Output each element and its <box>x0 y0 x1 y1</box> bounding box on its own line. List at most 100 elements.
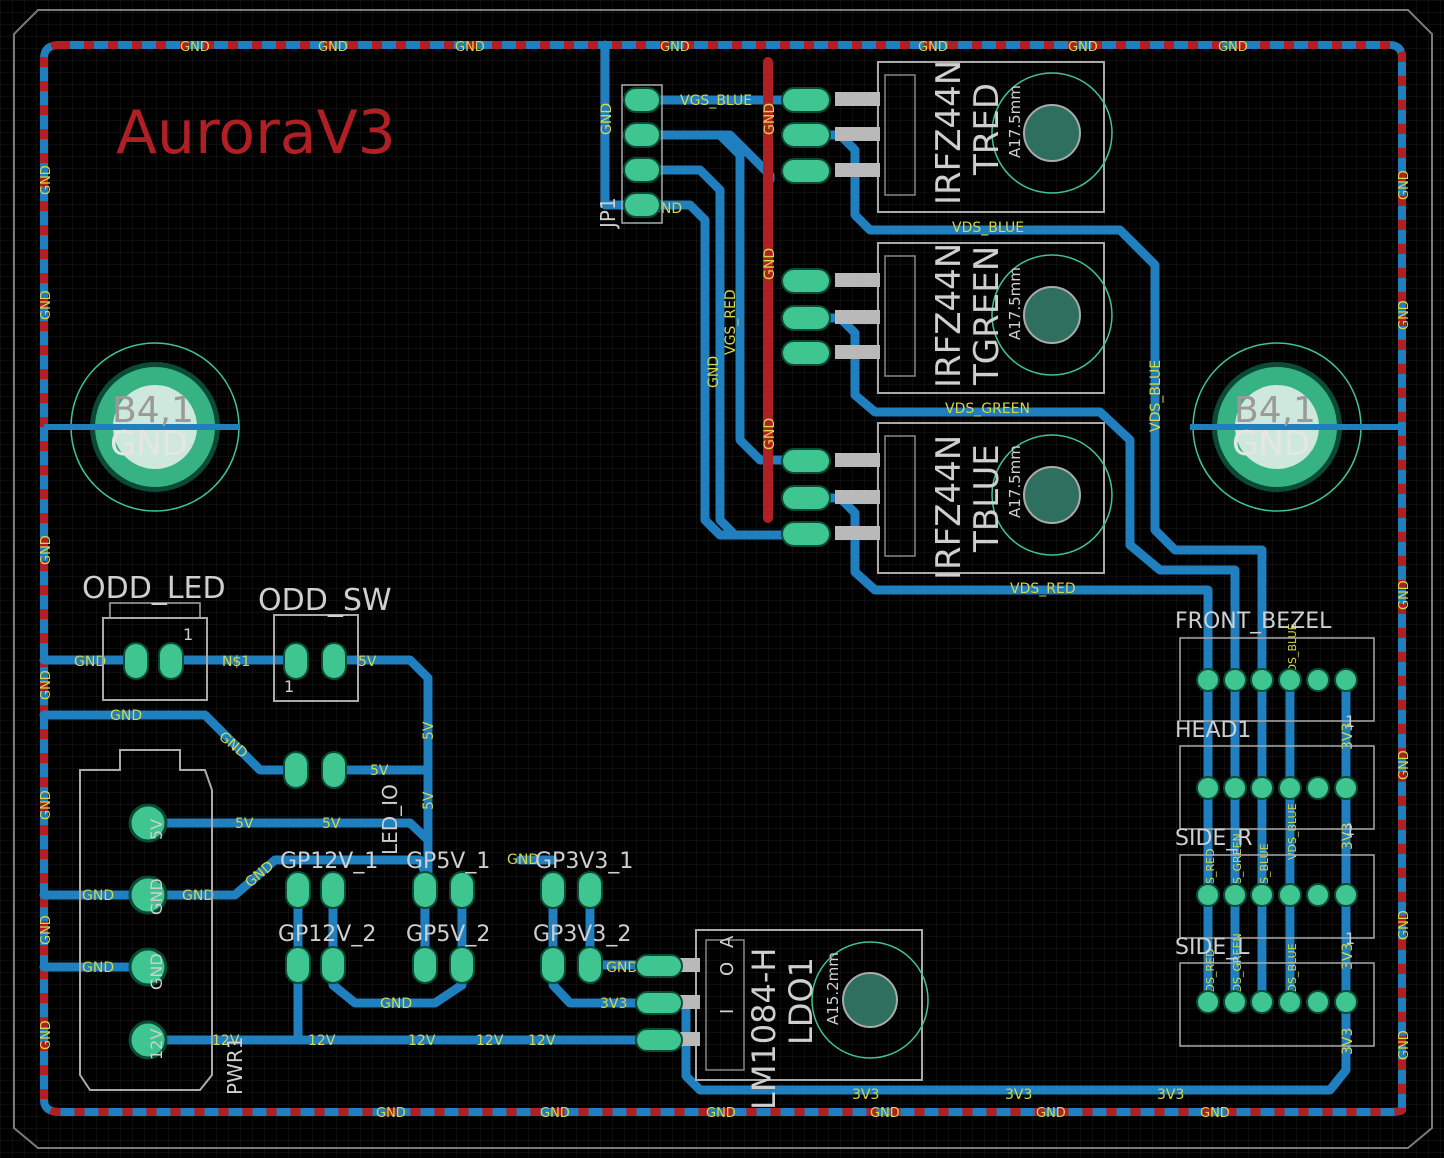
header-pad <box>1250 990 1274 1014</box>
ring-gnd-label: GND <box>660 40 690 55</box>
pad <box>781 305 831 331</box>
ring-gnd-label: GND <box>318 40 348 55</box>
pad <box>781 485 831 511</box>
pwr-pin-gnd-1: GND <box>147 878 166 915</box>
header-pad <box>1306 883 1330 907</box>
header-pad <box>1223 668 1247 692</box>
mosfet-blue: IRFZ44N TBLUE A17.5mm <box>835 422 1113 580</box>
mosfet-red-name: TRED <box>967 83 1007 176</box>
net-label-gnd-odd: GND <box>74 654 106 670</box>
net-label-5v-vertical-2: 5V <box>421 791 437 810</box>
side-l-label: SIDE_L <box>1175 935 1250 960</box>
jp1-pad <box>623 87 661 113</box>
ring-gnd-label: GND <box>39 290 54 320</box>
net-label-vgs-blue: VGS_BLUE <box>680 93 752 109</box>
mosfet-blue-part: IRFZ44N <box>929 435 969 580</box>
net-label-12v-1: 12V <box>308 1033 336 1049</box>
head-label: HEAD1 <box>1175 718 1251 743</box>
led-headers: FRONT_BEZEL HEAD1 SIDE_R SIDE_L 1 1 1 <box>1175 609 1375 1047</box>
ldo-part: LM1084-H <box>745 948 783 1110</box>
header-pad <box>1196 990 1220 1014</box>
gp5v-1-pad <box>449 871 475 909</box>
ldo-heatsink: A15.2mm <box>824 952 842 1025</box>
net-label-3v3-right-4: 3V3 <box>1340 1028 1356 1055</box>
ring-gnd-label: GND <box>39 670 54 700</box>
header-pin1-label: 1 <box>1345 712 1355 731</box>
net-label-vgs-red: VGS_RED <box>723 289 739 355</box>
ldo-pin-i: I <box>717 1009 738 1014</box>
mosfet-pads <box>781 87 831 547</box>
pad <box>283 642 309 680</box>
net-label-5v-vertical: 5V <box>421 721 437 740</box>
mosfet-green-name: TGREEN <box>967 246 1007 386</box>
mosfet-green-part: IRFZ44N <box>929 243 969 388</box>
ring-gnd-label: GND <box>706 1106 736 1121</box>
net-label-3v3-right: 3V3 <box>1340 723 1356 750</box>
header-pad <box>1196 776 1220 800</box>
pwr-label: PWR1 <box>223 1037 247 1095</box>
side-r-label: SIDE_R <box>1175 826 1253 851</box>
ldo-regulator: I O A LM1084-H LDO1 A15.2mm <box>635 929 929 1110</box>
ldo-name: LDO1 <box>782 957 820 1045</box>
ring-gnd-label: GND <box>540 1106 570 1121</box>
net-label-vds-blue-header-4: VDS_BLUE <box>1286 803 1299 860</box>
net-label-vds-red-header-2: VDS_RED <box>1204 948 1217 1000</box>
header-pad <box>1223 990 1247 1014</box>
net-label-vds-blue-header-3: VDS_BLUE <box>1286 943 1299 1000</box>
board-outline <box>13 9 1433 1149</box>
jp1-label: JP1 <box>596 197 620 230</box>
ring-gnd-label: GND <box>1397 170 1412 200</box>
net-label-3v3-bottom-1: 3V3 <box>852 1087 879 1103</box>
ring-gnd-label: GND <box>39 790 54 820</box>
mounting-hole-right: B4,1 GND <box>1190 342 1402 512</box>
front-bezel-label: FRONT_BEZEL <box>1175 609 1332 634</box>
ring-gnd-label: GND <box>39 915 54 945</box>
net-label-12v-3: 12V <box>476 1033 504 1049</box>
header-pad <box>1306 668 1330 692</box>
led-io-header: LED_IO <box>283 751 402 855</box>
header-pin1-label: 1 <box>1345 820 1355 839</box>
net-label-vds-blue-vertical: VDS_BLUE <box>1148 360 1164 432</box>
header-pad <box>1250 883 1274 907</box>
ring-gnd-label: GND <box>918 40 948 55</box>
gp3v3-2-label: GP3V3_2 <box>533 922 631 947</box>
net-label-gnd-top-1: GND <box>762 103 778 135</box>
led-io-label: LED_IO <box>378 784 402 855</box>
gp5v-2-pad <box>449 946 475 984</box>
board-title: AuroraV3 <box>116 98 396 168</box>
net-label-5v-pwr: 5V <box>235 816 254 832</box>
ring-gnd-label: GND <box>870 1106 900 1121</box>
gp-headers: GP12V_1 GP12V_2 GP5V_1 GP5V_2 GP3V3_1 GP… <box>278 849 633 984</box>
ring-gnd-label: GND <box>180 40 210 55</box>
header-pad <box>1250 668 1274 692</box>
net-label-12v-4: 12V <box>528 1033 556 1049</box>
hole-right-net: GND <box>1232 424 1310 464</box>
ring-gnd-labels: GND GND GND GND GND GND GND GND GND GND … <box>39 40 1412 1121</box>
pad <box>781 268 831 294</box>
header-pad <box>1334 776 1358 800</box>
pad <box>781 340 831 366</box>
pad <box>781 122 831 148</box>
ring-gnd-label: GND <box>39 1020 54 1050</box>
hole-right-label: B4,1 <box>1234 390 1316 431</box>
ring-gnd-label: GND <box>1068 40 1098 55</box>
header-pad <box>1334 668 1358 692</box>
ring-gnd-label: GND <box>1200 1106 1230 1121</box>
net-label-gnd-top-2: GND <box>762 248 778 280</box>
gp3v3-1-label: GP3V3_1 <box>535 849 633 874</box>
ring-gnd-label: GND <box>376 1106 406 1121</box>
header-pad <box>1306 990 1330 1014</box>
net-label-gnd-gp3v3: GND <box>507 852 539 868</box>
gp12v-2-pad <box>285 946 311 984</box>
pad <box>781 87 831 113</box>
odd-sw-connector: ODD_SW 1 <box>258 583 392 702</box>
gp12v-2-pad <box>320 946 346 984</box>
net-label-gnd-ldo: GND <box>606 960 638 976</box>
net-label-vds-green: VDS_GREEN <box>945 401 1030 417</box>
odd-led-connector: ODD_LED 1 <box>82 571 226 701</box>
gp5v-1-pad <box>412 871 438 909</box>
ring-gnd-label: GND <box>1397 300 1412 330</box>
net-label-12v-2: 12V <box>408 1033 436 1049</box>
trace-labels: VGS_BLUE GND GND VGS_RED GND GND GND GND… <box>74 93 1356 1103</box>
